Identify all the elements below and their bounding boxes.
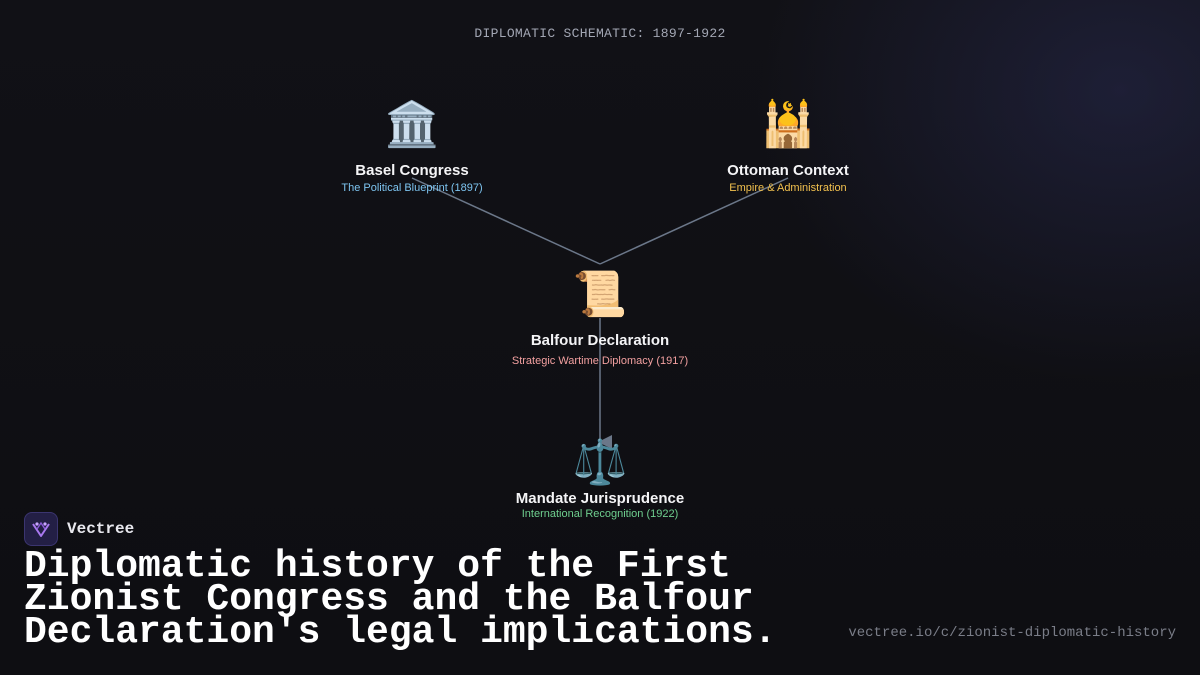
edge-basel-to-balfour: [411, 177, 601, 265]
node-subtitle: International Recognition (1922): [521, 508, 679, 520]
schematic-label: DIPLOMATIC SCHEMATIC: 1897-1922: [474, 26, 726, 41]
node-basel-congress: 🏛️ Basel Congress The Political Blueprin…: [292, 99, 532, 195]
page-title: Diplomatic history of the First Zionist …: [24, 545, 777, 654]
vectree-logo-icon: [24, 512, 58, 546]
balance-scale-icon: ⚖️: [572, 437, 628, 488]
brand: Vectree: [24, 512, 134, 546]
node-balfour-declaration: 📜 Balfour Declaration Strategic Wartime …: [480, 269, 720, 368]
node-title: Basel Congress: [355, 162, 469, 179]
node-subtitle: Strategic Wartime Diplomacy (1917): [511, 355, 689, 367]
node-title: Mandate Jurisprudence: [515, 490, 685, 507]
mosque-icon: 🕌: [760, 99, 816, 150]
node-subtitle: The Political Blueprint (1897): [341, 182, 483, 194]
node-ottoman-context: 🕌 Ottoman Context Empire & Administratio…: [668, 99, 908, 195]
scroll-icon: 📜: [572, 269, 628, 320]
node-subtitle: Empire & Administration: [729, 182, 847, 194]
classical-building-icon: 🏛️: [384, 99, 440, 150]
edge-ottoman-to-balfour: [599, 177, 789, 265]
page-url[interactable]: vectree.io/c/zionist-diplomatic-history: [848, 625, 1176, 641]
node-title: Ottoman Context: [727, 162, 849, 179]
node-title: Balfour Declaration: [530, 332, 670, 349]
brand-name: Vectree: [67, 520, 135, 538]
node-mandate-jurisprudence: ⚖️ Mandate Jurisprudence International R…: [480, 437, 720, 521]
